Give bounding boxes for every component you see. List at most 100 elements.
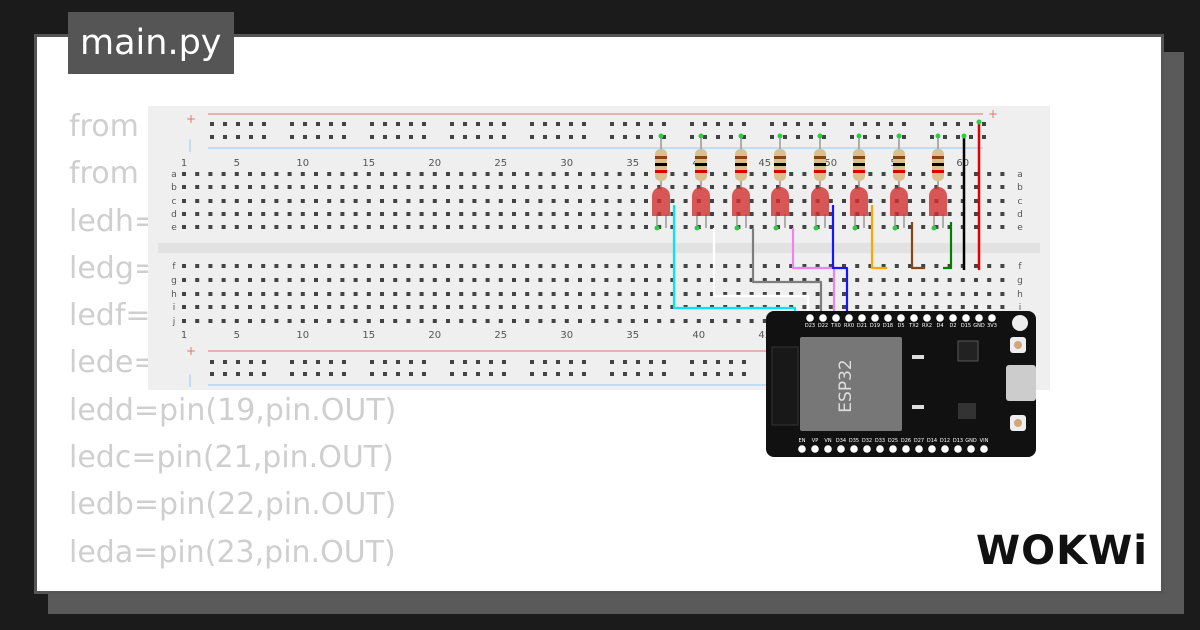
hole [512, 225, 516, 229]
hole [380, 319, 384, 323]
hole [396, 135, 400, 139]
hole [538, 185, 543, 189]
hole [221, 264, 226, 268]
hole [236, 360, 240, 364]
resistor-band [853, 170, 865, 173]
hole [248, 319, 252, 323]
hole [564, 212, 569, 216]
hole [432, 319, 437, 323]
pin-hole [936, 314, 944, 322]
hole [783, 135, 787, 139]
hole [287, 225, 292, 229]
column-number: 40 [692, 330, 705, 341]
hole [472, 172, 477, 176]
hole [195, 319, 200, 323]
hole [393, 225, 398, 229]
hole [564, 199, 569, 203]
hole [182, 319, 186, 323]
hole [822, 122, 826, 126]
hole [223, 360, 227, 364]
hole [636, 135, 640, 139]
hole [644, 172, 648, 176]
hole [630, 225, 635, 229]
hole [591, 172, 596, 176]
hole [974, 305, 978, 309]
hole [842, 278, 846, 282]
hole [327, 278, 332, 282]
hole [908, 305, 912, 309]
hole [409, 372, 413, 376]
hole [703, 122, 707, 126]
hole [446, 199, 450, 203]
hole [314, 172, 318, 176]
hole [564, 278, 569, 282]
hole [472, 225, 477, 229]
hole [300, 305, 305, 309]
code-line: ledd=pin(19,pin.OUT) [69, 392, 397, 428]
hole [610, 135, 614, 139]
hole [670, 264, 675, 268]
hole [876, 122, 880, 126]
hole [809, 122, 813, 126]
hole [636, 122, 640, 126]
hole [353, 292, 358, 296]
hole [974, 212, 978, 216]
hole [749, 292, 754, 296]
hole [802, 292, 807, 296]
smd-led [912, 405, 924, 409]
hole [208, 225, 213, 229]
wokwi-logo: WOKWi [976, 528, 1148, 574]
hole [195, 172, 200, 176]
hole [934, 264, 939, 268]
hole [327, 225, 332, 229]
hole [370, 122, 374, 126]
hole [340, 225, 345, 229]
resistor-band [774, 170, 786, 173]
hole [947, 264, 952, 268]
hole [446, 305, 450, 309]
hole [380, 292, 384, 296]
hole [604, 278, 609, 282]
hole [342, 122, 346, 126]
hole [210, 372, 214, 376]
hole [578, 278, 582, 282]
hole [327, 292, 332, 296]
hole [1000, 199, 1005, 203]
hole [525, 212, 530, 216]
hole [868, 199, 873, 203]
hole [736, 264, 741, 268]
hole [850, 135, 854, 139]
hole [316, 372, 320, 376]
hole [921, 292, 926, 296]
hole [881, 264, 886, 268]
hole [314, 319, 318, 323]
hole [696, 185, 701, 189]
hole [982, 122, 986, 126]
hole [463, 122, 467, 126]
hole [604, 305, 609, 309]
hole [556, 360, 560, 364]
pin-marker [976, 119, 982, 125]
hole [287, 278, 292, 282]
hole [300, 278, 305, 282]
hole [314, 292, 318, 296]
hole [868, 212, 873, 216]
hole [380, 225, 384, 229]
hole [463, 135, 467, 139]
hole [855, 305, 860, 309]
hole [894, 264, 899, 268]
hole [908, 225, 912, 229]
hole [300, 172, 305, 176]
pin-label: D18 [883, 323, 893, 329]
hole [582, 135, 586, 139]
hole [432, 292, 437, 296]
hole [512, 305, 516, 309]
hole [630, 319, 635, 323]
file-tab-main-py[interactable]: main.py [68, 12, 234, 74]
hole [960, 292, 965, 296]
hole [723, 225, 728, 229]
hole [796, 135, 800, 139]
hole [476, 135, 480, 139]
column-number: 45 [758, 158, 771, 169]
hole [406, 225, 411, 229]
